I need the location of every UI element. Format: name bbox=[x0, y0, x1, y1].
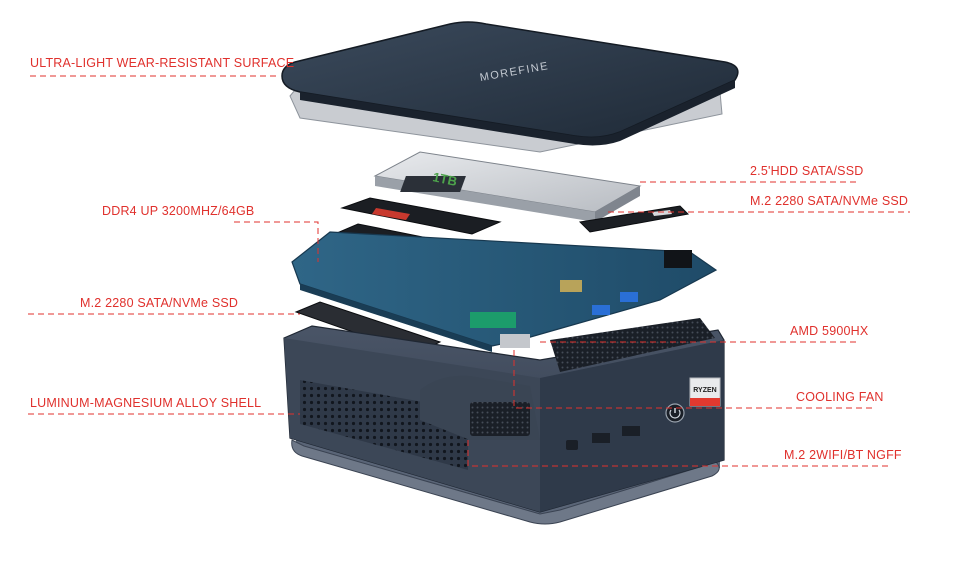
leader-ddr4 bbox=[234, 221, 319, 262]
label-m2-right: M.2 2280 SATA/NVMe SSD bbox=[750, 194, 909, 208]
label-m2-left: M.2 2280 SATA/NVMe SSD bbox=[80, 296, 239, 310]
top-lid: MOREFINE bbox=[281, 21, 739, 153]
label-shell: LUMINUM-MAGNESIUM ALLOY SHELL bbox=[30, 396, 262, 410]
leader-wifi bbox=[467, 440, 890, 467]
motherboard bbox=[291, 231, 718, 352]
label-cpu: AMD 5900HX bbox=[790, 324, 869, 338]
hdd-capacity-label: 1TB bbox=[431, 169, 458, 189]
label-ddr4: DDR4 UP 3200MHZ/64GB bbox=[102, 204, 255, 218]
callout-lines bbox=[28, 75, 910, 467]
label-fan: COOLING FAN bbox=[796, 390, 884, 404]
hdd-drive: 1TB bbox=[373, 151, 642, 222]
chassis: RYZEN bbox=[283, 318, 725, 525]
cpu-badge-text: RYZEN bbox=[693, 387, 716, 394]
label-surface: ULTRA-LIGHT WEAR-RESISTANT SURFACE bbox=[30, 56, 295, 70]
label-hdd: 2.5'HDD SATA/SSD bbox=[750, 164, 864, 178]
label-wifi: M.2 2WIFI/BT NGFF bbox=[784, 448, 902, 462]
